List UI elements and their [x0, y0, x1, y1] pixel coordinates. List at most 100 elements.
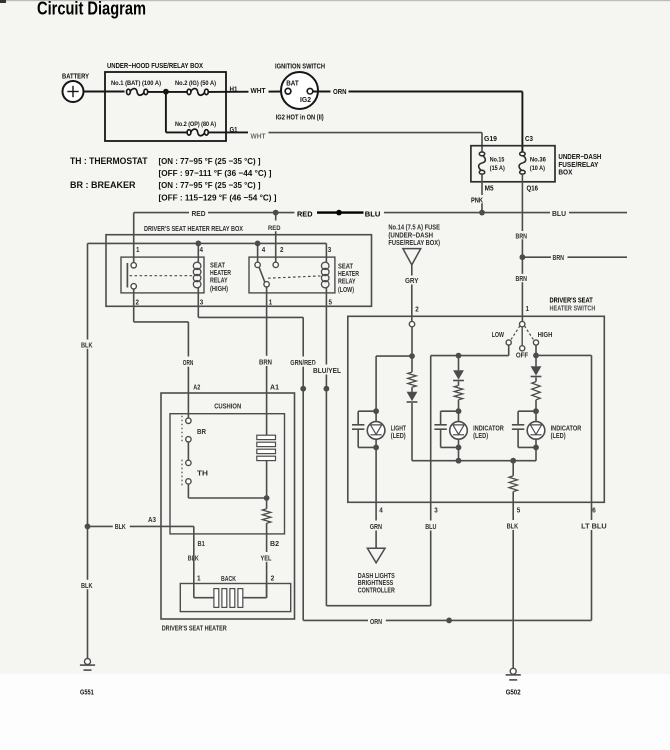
svg-text:BLU: BLU [552, 211, 566, 218]
svg-text:G502: G502 [506, 688, 521, 697]
svg-text:BRN: BRN [259, 359, 272, 366]
svg-text:BOX: BOX [558, 168, 572, 177]
svg-text:3: 3 [328, 247, 332, 254]
svg-text:YEL: YEL [261, 555, 272, 562]
svg-text:RELAY: RELAY [338, 276, 356, 285]
svg-text:(10 A): (10 A) [530, 165, 545, 172]
svg-text:G551: G551 [80, 688, 94, 697]
svg-text:6: 6 [592, 508, 596, 515]
svg-text:TH: TH [197, 471, 208, 478]
svg-text:No.14 (7.5 A) FUSE: No.14 (7.5 A) FUSE [388, 223, 440, 232]
svg-text:RED: RED [268, 225, 281, 232]
svg-text:G1: G1 [230, 125, 238, 134]
svg-text:5: 5 [329, 299, 333, 306]
svg-text:C3: C3 [525, 136, 533, 143]
svg-text:(LED): (LED) [473, 431, 488, 440]
svg-text:No.36: No.36 [530, 157, 546, 164]
svg-text:HIGH: HIGH [538, 332, 553, 339]
svg-text:BR : BREAKER: BR : BREAKER [70, 180, 136, 190]
svg-text:BACK: BACK [221, 576, 236, 583]
svg-text:2: 2 [136, 299, 140, 306]
svg-text:INDICATOR: INDICATOR [473, 423, 504, 432]
svg-text:FUSE/RELAY BOX): FUSE/RELAY BOX) [388, 238, 440, 247]
svg-text:(15 A): (15 A) [490, 165, 505, 172]
svg-text:TH : THERMOSTAT: TH : THERMOSTAT [70, 156, 148, 166]
svg-text:WHT: WHT [251, 88, 267, 95]
svg-text:ORN: ORN [333, 89, 347, 96]
svg-text:SEAT: SEAT [210, 260, 225, 269]
svg-text:HEATER: HEATER [210, 268, 232, 277]
svg-text:HEATER SWITCH: HEATER SWITCH [550, 303, 596, 312]
svg-text:(UNDER−DASH: (UNDER−DASH [388, 230, 433, 239]
svg-text:2: 2 [415, 306, 419, 313]
svg-text:BRN: BRN [553, 255, 565, 262]
svg-text:M5: M5 [485, 185, 494, 192]
svg-text:[OFF : 115−129 °F (46 −54 °C): [OFF : 115−129 °F (46 −54 °C) ] [159, 192, 277, 202]
svg-text:5: 5 [517, 508, 521, 515]
svg-text:BLK: BLK [507, 523, 519, 530]
svg-text:ORN: ORN [370, 619, 382, 626]
svg-text:[ON : 77−95 °F (25 −35 °C) ]: [ON : 77−95 °F (25 −35 °C) ] [159, 180, 261, 190]
svg-text:1: 1 [136, 247, 140, 254]
svg-text:BAT: BAT [286, 79, 299, 88]
svg-text:BRIGHTNESS: BRIGHTNESS [358, 578, 394, 587]
svg-text:IG2 HOT in ON (II): IG2 HOT in ON (II) [276, 113, 324, 122]
svg-text:RED: RED [297, 209, 313, 218]
svg-text:CONTROLLER: CONTROLLER [358, 586, 396, 595]
svg-text:IGNITION SWITCH: IGNITION SWITCH [275, 61, 325, 70]
svg-text:LOW: LOW [492, 332, 505, 339]
svg-text:Q16: Q16 [527, 185, 539, 192]
svg-text:PNK: PNK [471, 197, 483, 204]
svg-text:DRIVER'S SEAT: DRIVER'S SEAT [550, 295, 594, 304]
svg-text:2: 2 [271, 576, 275, 583]
svg-text:4: 4 [379, 508, 383, 515]
svg-text:No.1 (BAT) (100 A): No.1 (BAT) (100 A) [111, 80, 161, 87]
svg-text:1: 1 [197, 576, 201, 583]
svg-text:Circuit Diagram: Circuit Diagram [37, 0, 146, 19]
svg-text:3: 3 [434, 508, 438, 515]
svg-text:No.15: No.15 [490, 157, 505, 164]
svg-text:G19: G19 [484, 136, 497, 143]
svg-text:1: 1 [526, 306, 530, 313]
svg-text:3: 3 [200, 299, 204, 306]
svg-text:LIGHT: LIGHT [391, 423, 407, 432]
svg-text:RED: RED [192, 211, 206, 218]
svg-text:CUSHION: CUSHION [214, 403, 241, 410]
svg-text:GRN/RED: GRN/RED [290, 360, 315, 367]
svg-text:BLK: BLK [81, 342, 93, 349]
svg-text:WHT: WHT [251, 133, 267, 140]
svg-text:SEAT: SEAT [338, 261, 353, 270]
svg-text:IG2: IG2 [300, 95, 311, 104]
svg-text:BLK: BLK [81, 583, 93, 590]
svg-text:[ON : 77−95 °F (25 −35 °C) ]: [ON : 77−95 °F (25 −35 °C) ] [159, 156, 261, 166]
svg-text:4: 4 [262, 247, 266, 254]
svg-text:FUSE/RELAY: FUSE/RELAY [558, 160, 598, 169]
svg-text:OFF: OFF [516, 353, 528, 360]
svg-text:BLU: BLU [365, 209, 381, 218]
svg-text:BLU/YEL: BLU/YEL [313, 368, 341, 375]
svg-text:UNDER−DASH: UNDER−DASH [558, 152, 601, 161]
svg-text:No.2 (IG) (50 A): No.2 (IG) (50 A) [175, 80, 216, 87]
svg-text:BATTERY: BATTERY [62, 72, 89, 81]
svg-text:BLU: BLU [425, 524, 436, 531]
svg-text:GRN: GRN [370, 524, 382, 531]
svg-text:(LOW): (LOW) [338, 285, 354, 294]
svg-text:[OFF : 97−111 °F (36 −44 °C) ]: [OFF : 97−111 °F (36 −44 °C) ] [159, 168, 272, 178]
svg-text:BR: BR [197, 429, 206, 436]
svg-text:DRIVER'S SEAT HEATER RELAY BOX: DRIVER'S SEAT HEATER RELAY BOX [144, 224, 243, 233]
svg-text:DASH LIGHTS: DASH LIGHTS [358, 571, 395, 580]
svg-text:BRN: BRN [516, 276, 528, 283]
svg-text:B1: B1 [198, 541, 205, 548]
svg-text:2: 2 [280, 247, 284, 254]
svg-text:INDICATOR: INDICATOR [551, 423, 582, 432]
svg-text:GRY: GRY [405, 278, 419, 285]
svg-text:ORN: ORN [183, 360, 194, 367]
svg-text:BRN: BRN [516, 233, 528, 240]
svg-text:LT BLU: LT BLU [581, 523, 606, 530]
svg-text:(HIGH): (HIGH) [210, 284, 228, 293]
svg-text:HEATER: HEATER [338, 269, 360, 278]
svg-text:4: 4 [200, 247, 204, 254]
svg-text:RELAY: RELAY [210, 275, 228, 284]
svg-text:A3: A3 [148, 517, 156, 524]
svg-text:B2: B2 [270, 541, 279, 548]
